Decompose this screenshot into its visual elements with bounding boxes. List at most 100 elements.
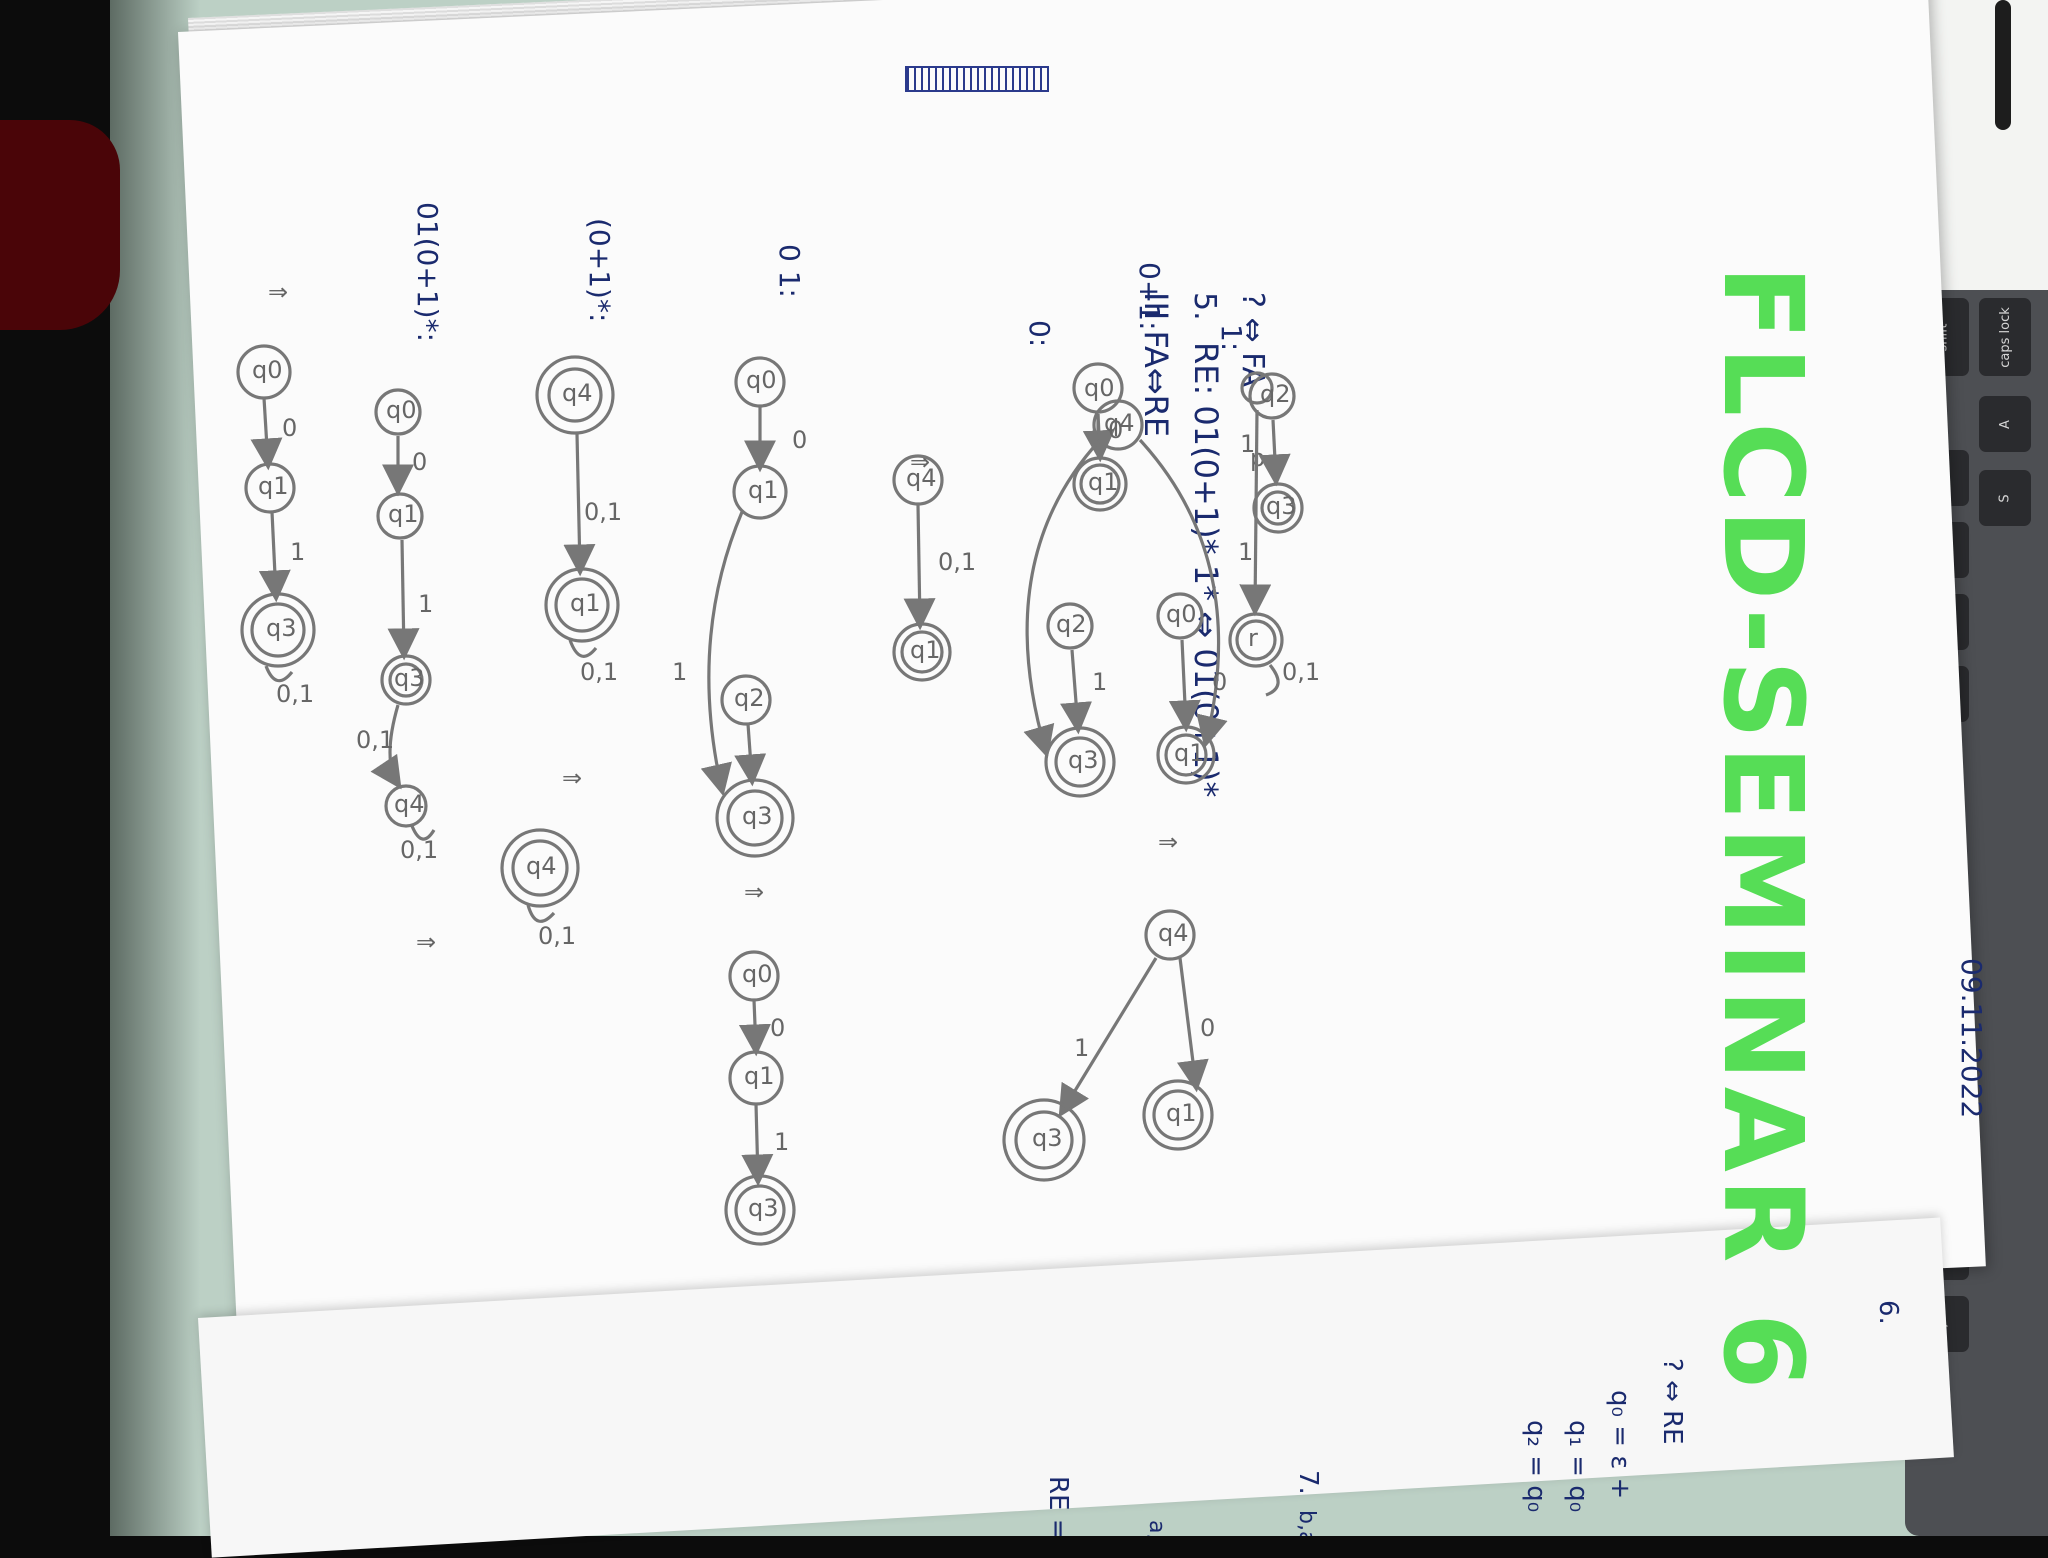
transition-final-one	[258, 511, 291, 603]
automaton-union-right: ⇒ q4 0 1 q1 q3	[1002, 828, 1215, 1182]
state-q1-full-label: q1	[388, 500, 419, 528]
automaton-union-simplified: ⇒ q4 0,1 q1	[892, 448, 976, 682]
state-q3-full-inner	[388, 662, 424, 698]
transition-bab: b,ab	[1294, 1510, 1319, 1536]
implies-star: ⇒	[562, 764, 582, 792]
loop-r	[1265, 663, 1280, 697]
state-q3-final-label: q3	[266, 614, 297, 642]
state-q3-br-outer	[724, 1174, 796, 1246]
row-label-star: (0+1)*:	[583, 218, 616, 322]
state-r-outer	[1228, 612, 1284, 668]
problem-6-number: 6.	[1873, 1300, 1903, 1325]
transition-br-one	[741, 1103, 774, 1187]
loop-q1-star	[568, 639, 598, 658]
transition-label-1: 1	[1238, 538, 1253, 566]
state-q1-right-outer	[1142, 1079, 1214, 1151]
state-q1-simplified-outer	[892, 622, 952, 682]
state-q4-star-inner	[547, 367, 603, 423]
state-q3-right-outer	[1002, 1098, 1086, 1182]
state-q2-union-label: q2	[1056, 610, 1087, 638]
section-heading: III FA⇔RE	[1137, 292, 1175, 437]
problem-number: 5.	[1187, 292, 1222, 321]
transition-union-one-label: 1	[1092, 668, 1107, 696]
question-text: ? ⇔ FA	[1235, 292, 1270, 388]
state-q3-br-inner	[734, 1184, 786, 1236]
state-q4-star2-inner	[511, 839, 569, 897]
transition-q4-q1-right	[1138, 438, 1228, 749]
transition-full-q3-q4-label: 0,1	[356, 726, 394, 754]
state-q3-full-label: q3	[394, 664, 425, 692]
automaton-01-star-one-star: p 1 r 0,1	[1228, 371, 1320, 697]
transition-full-q3-q4	[370, 704, 402, 790]
page-title: FLCD-SEMINAR 6	[1699, 265, 1827, 1395]
transition-union-zero	[1168, 639, 1201, 733]
state-q3-full-outer	[380, 654, 432, 706]
state-q4-simplified	[892, 454, 944, 506]
state-q3-one-outer	[1252, 482, 1304, 534]
state-q4-star2-outer	[500, 828, 580, 908]
state-q3-br-label: q3	[748, 1194, 779, 1222]
transition-union-zero-label: 0	[1212, 668, 1227, 696]
desk-shadow	[110, 0, 200, 1536]
state-q3-final-outer	[240, 592, 316, 668]
state-q1-final-label: q1	[258, 472, 289, 500]
state-q0-full	[374, 388, 422, 436]
state-q4-union	[1092, 399, 1144, 451]
state-q4-simplified-label: q4	[906, 464, 937, 492]
transition-one-label: 1	[1240, 430, 1255, 458]
state-q1-union-outer	[1156, 725, 1216, 785]
loop-q3-final-label: 0,1	[276, 680, 314, 708]
transition-right-one-label: 1	[1074, 1034, 1089, 1062]
automaton-full: q0 0 q1 1 q3 0,1 q4 0,1 ⇒	[356, 388, 438, 956]
equation-q1: q₁ = q₀	[1563, 1420, 1593, 1512]
loop-r-label: 0,1	[1282, 658, 1320, 686]
red-cloth	[0, 120, 120, 330]
transition-union-one	[1060, 649, 1092, 735]
row-label-one: 1:	[1215, 324, 1248, 351]
state-q4-full-label: q4	[394, 790, 425, 818]
state-q2-concat	[720, 674, 772, 726]
state-q1-union-inner	[1164, 733, 1208, 777]
state-q2-concat-label: q2	[734, 684, 765, 712]
key-a[interactable]: A	[1979, 396, 2031, 452]
state-q3-concat-inner	[726, 789, 784, 847]
automaton-star: q4 0,1 q1 0,1 ⇒ q4 0,1	[500, 355, 622, 950]
loop-q1-star-label: 0,1	[580, 658, 618, 686]
key-caps-lock[interactable]: caps lock	[1979, 298, 2031, 376]
state-q3-one-inner	[1260, 490, 1296, 526]
transition-zero-label: 0	[1108, 416, 1123, 444]
state-q3-right-inner	[1014, 1110, 1074, 1170]
state-q0-zero-label: q0	[1084, 374, 1115, 402]
transition-q4-q3-left	[1023, 438, 1102, 759]
transition-br-zero	[738, 999, 771, 1057]
problem-6-question: ? ⇔ RE	[1657, 1358, 1687, 1445]
state-q3-one-label: q3	[1266, 492, 1297, 520]
transition-right-zero-label: 0	[1200, 1014, 1215, 1042]
state-q3-concat-label: q3	[742, 802, 773, 830]
state-q1-simplified-inner	[900, 630, 944, 674]
state-q4-full	[384, 784, 428, 828]
state-q1-right-label: q1	[1166, 1099, 1197, 1127]
state-q1-star-label: q1	[570, 589, 601, 617]
transition-star	[563, 433, 596, 577]
implies-final: ⇒	[268, 278, 288, 306]
transition-full-zero-label: 0	[412, 448, 427, 476]
state-q0-union-label: q0	[1166, 600, 1197, 628]
state-q1-br-label: q1	[744, 1062, 775, 1090]
row-label-zero-plus-one: 0+1:	[1133, 262, 1166, 331]
problem-7-number: 7.	[1293, 1470, 1323, 1495]
transition-star-label: 0,1	[584, 498, 622, 526]
state-q0-concat-label: q0	[746, 366, 777, 394]
equation-q0: q₀ = ε +	[1605, 1390, 1635, 1499]
ruler-mark	[905, 66, 1049, 92]
state-q3-union-outer	[1044, 726, 1116, 798]
state-q1-simplified-label: q1	[910, 636, 941, 664]
automaton-zero: q0 0 q1	[1072, 362, 1128, 512]
transition-concat-one	[700, 511, 744, 797]
loop-q3-final	[264, 665, 294, 683]
automaton-one: q2 1 q3	[1240, 372, 1304, 534]
key-s[interactable]: S	[1979, 470, 2031, 526]
state-q1-final	[244, 462, 296, 514]
transition-br-zero-label: 0	[770, 1014, 785, 1042]
state-r-label: r	[1248, 624, 1258, 652]
